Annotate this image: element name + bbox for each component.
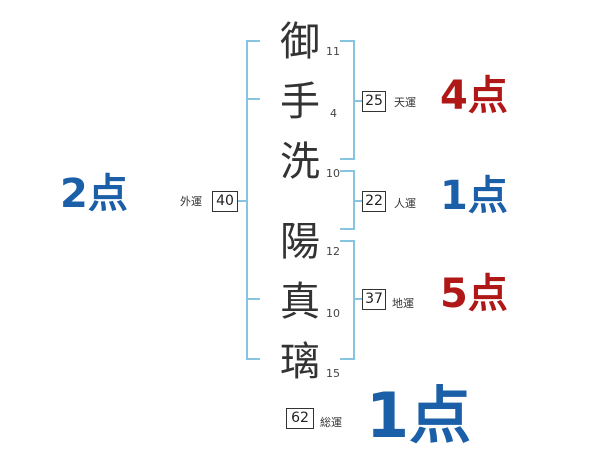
jinun-bracket-bottom xyxy=(340,228,355,230)
kanji-4-strokes: 12 xyxy=(326,245,340,258)
tenun-bracket-top xyxy=(340,40,355,42)
chiun-value: 37 xyxy=(362,289,386,310)
jinun-score: 1点 xyxy=(440,173,508,219)
kanji-3: 洗 xyxy=(280,139,320,185)
kanji-2: 手 xyxy=(280,79,320,125)
souun-value: 62 xyxy=(286,408,314,429)
souun-score: 1点 xyxy=(366,379,472,452)
kanji-1: 御 xyxy=(280,19,320,65)
chiun-bracket-vertical xyxy=(353,240,355,360)
tenun-value: 25 xyxy=(362,91,386,112)
jinun-bracket-top xyxy=(340,170,355,172)
gaiun-value: 40 xyxy=(212,191,238,212)
outer-bracket-tick-2 xyxy=(246,298,260,300)
jinun-bracket-connector xyxy=(353,200,362,202)
kanji-4: 陽 xyxy=(280,219,320,265)
tenun-bracket-connector xyxy=(353,100,362,102)
kanji-5-strokes: 10 xyxy=(326,307,340,320)
chiun-bracket-connector xyxy=(353,298,362,300)
kanji-3-strokes: 10 xyxy=(326,167,340,180)
jinun-value: 22 xyxy=(362,191,386,212)
chiun-bracket-bottom xyxy=(340,358,355,360)
kanji-5: 真 xyxy=(280,279,320,325)
kanji-1-strokes: 11 xyxy=(326,45,340,58)
outer-bracket-connector xyxy=(237,200,248,202)
jinun-label: 人運 xyxy=(394,197,416,210)
tenun-score: 4点 xyxy=(440,73,508,119)
chiun-label: 地運 xyxy=(392,297,414,310)
gaiun-label: 外運 xyxy=(180,195,202,208)
outer-bracket-top xyxy=(246,40,260,42)
gaiun-score: 2点 xyxy=(60,171,128,217)
chiun-score: 5点 xyxy=(440,271,508,317)
tenun-label: 天運 xyxy=(394,96,416,109)
kanji-2-strokes: 4 xyxy=(330,107,337,120)
kanji-6: 璃 xyxy=(280,339,320,385)
kanji-6-strokes: 15 xyxy=(326,367,340,380)
chiun-bracket-top xyxy=(340,240,355,242)
outer-bracket-bottom xyxy=(246,358,260,360)
souun-label: 総運 xyxy=(320,416,342,429)
outer-bracket-tick-1 xyxy=(246,98,260,100)
tenun-bracket-bottom xyxy=(340,158,355,160)
